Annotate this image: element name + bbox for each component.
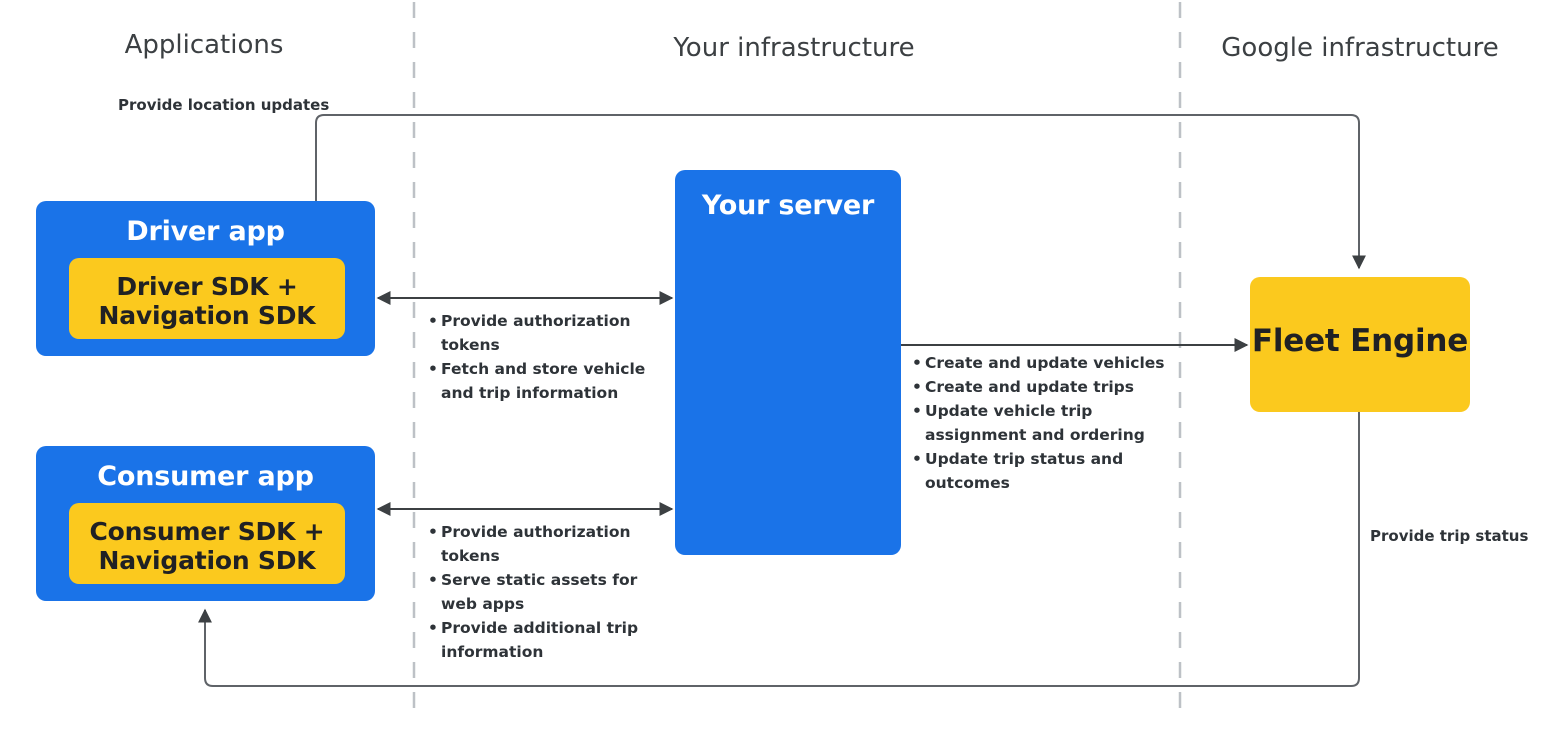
list-item-line1: Update vehicle trip [925, 402, 1093, 421]
list-item-line2: tokens [441, 547, 500, 566]
list-item-line1: Serve static assets [441, 571, 607, 590]
node-fleet-engine-title: Fleet Engine [1251, 323, 1469, 359]
node-driver-app-title: Driver app [126, 216, 285, 247]
node-consumer-sdk-label-line1: Consumer SDK + [89, 517, 325, 546]
list-item: Provide additional trip information [428, 616, 663, 664]
edge-label-provide-location-updates: Provide location updates [118, 96, 330, 114]
list-item: Serve static assets for web apps [428, 568, 663, 616]
list-item-line1: Provide additional [441, 619, 602, 638]
list-item: Create and update vehicles [912, 351, 1167, 375]
list-item: Provide authorization tokens [428, 309, 663, 357]
list-item-line2: and trip information [441, 384, 619, 403]
node-fleet-engine[interactable]: Fleet Engine [1250, 277, 1470, 412]
node-consumer-sdk[interactable]: Consumer SDK + Navigation SDK [69, 503, 345, 584]
node-your-server[interactable]: Your server [675, 170, 901, 555]
edge-provide-location-updates [315, 114, 1366, 270]
edge-provide-trip-status [198, 412, 1360, 687]
node-consumer-sdk-label-line2: Navigation SDK [98, 546, 316, 575]
edge-label-provide-trip-status: Provide trip status [1370, 527, 1529, 545]
list-item: Update vehicle trip assignment and order… [912, 399, 1167, 447]
list-item-line2: tokens [441, 336, 500, 355]
node-driver-sdk-label-line1: Driver SDK + [116, 272, 298, 301]
list-item-line2: assignment and ordering [925, 426, 1145, 445]
list-item: Provide authorization tokens [428, 520, 663, 568]
list-item-line1: Create and update vehicles [925, 354, 1165, 372]
list-item-line1: Create and update trips [925, 378, 1134, 397]
list-item-line1: Update trip status and [925, 450, 1124, 469]
node-driver-sdk-label-line2: Navigation SDK [98, 301, 316, 330]
node-driver-sdk-label: Driver SDK + Navigation SDK [69, 272, 345, 330]
list-item-line2: for web apps [441, 571, 638, 614]
list-item-line2: outcomes [925, 474, 1010, 493]
node-your-server-title: Your server [701, 190, 875, 221]
list-item: Create and update trips [912, 375, 1167, 399]
edge-list-driver-server: Provide authorization tokens Fetch and s… [428, 309, 663, 405]
list-item-line2: trip information [441, 619, 639, 662]
node-consumer-sdk-label: Consumer SDK + Navigation SDK [69, 517, 345, 575]
list-item-line1: Provide authorization [441, 523, 631, 541]
edge-list-server-fleet-engine: Create and update vehicles Create and up… [912, 351, 1167, 495]
node-driver-sdk[interactable]: Driver SDK + Navigation SDK [69, 258, 345, 339]
list-item: Fetch and store vehicle and trip informa… [428, 357, 663, 405]
list-item-line1: Fetch and store vehicle [441, 360, 646, 379]
list-item-line1: Provide authorization [441, 312, 631, 330]
zone-header-applications: Applications [124, 30, 284, 60]
list-item: Update trip status and outcomes [912, 447, 1167, 495]
zone-header-your-infrastructure: Your infrastructure [673, 33, 915, 63]
node-consumer-app-title: Consumer app [97, 461, 314, 492]
edge-list-consumer-server: Provide authorization tokens Serve stati… [428, 520, 663, 664]
zone-header-google-infrastructure: Google infrastructure [1221, 33, 1499, 63]
